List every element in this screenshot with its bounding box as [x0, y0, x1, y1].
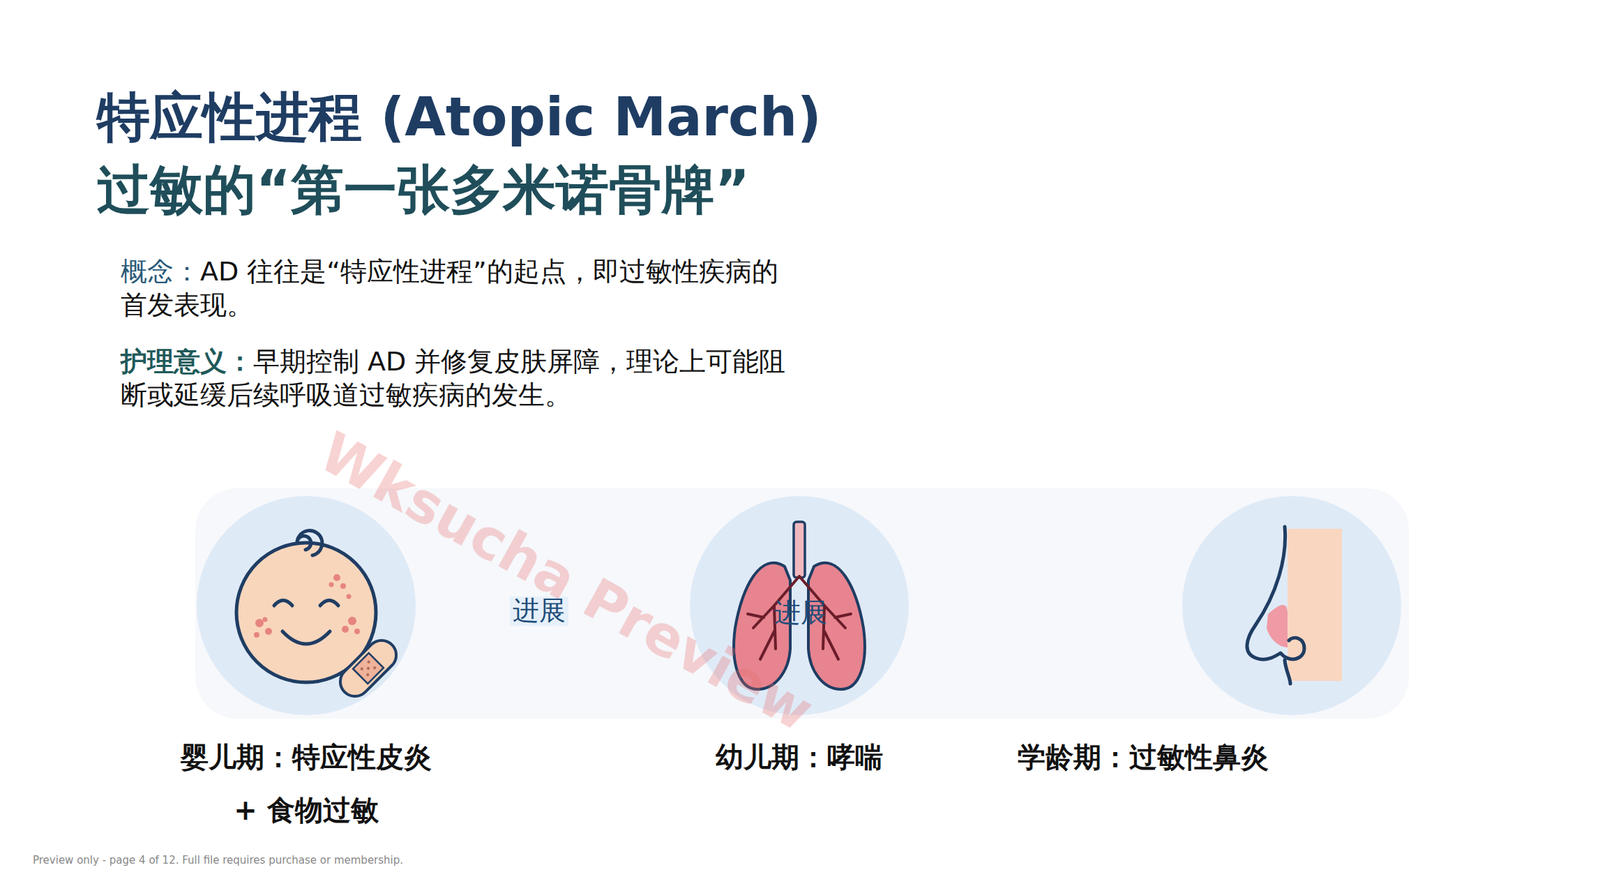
background-band	[195, 488, 1409, 719]
watermark: Wksucha Preview	[308, 419, 824, 744]
lungs-icon	[733, 521, 865, 690]
edge-label: 进展	[509, 596, 569, 626]
paragraph: 概念：AD 往往是“特应性进程”的起点，即过敏性疾病的首发表现。	[120, 254, 791, 322]
slide-subtitle: 过敏的“第一张多米诺骨牌”	[96, 157, 750, 222]
nose-icon	[1247, 526, 1342, 684]
stage-circle: 学龄期：过敏性鼻炎	[1182, 495, 1402, 715]
footer-note: Preview only - page 4 of 12. Full file r…	[32, 853, 404, 867]
stage-circle: 婴儿期：特应性皮炎 + 食物过敏	[196, 495, 416, 715]
stage-caption: 幼儿期：哮喘	[652, 730, 946, 784]
overlay-label: 进展	[774, 594, 828, 631]
paragraph-body: AD 往往是“特应性进程”的起点，即过敏性疾病的首发表现。	[120, 255, 779, 321]
paragraph: 护理意义：早期控制 AD 并修复皮肤屏障，理论上可能阻断或延缓后续呼吸道过敏疾病…	[120, 344, 791, 412]
paragraph-heading: 概念：	[120, 255, 201, 287]
stage-caption: 婴儿期：特应性皮炎 + 食物过敏	[172, 730, 441, 837]
circle-backgrounds	[196, 495, 1402, 715]
slide-title: 特应性进程 (Atopic March)	[96, 85, 822, 149]
baby-icon	[236, 530, 403, 702]
stage-caption: 学龄期：过敏性鼻炎	[989, 730, 1297, 784]
paragraph-heading: 护理意义：	[120, 345, 254, 377]
